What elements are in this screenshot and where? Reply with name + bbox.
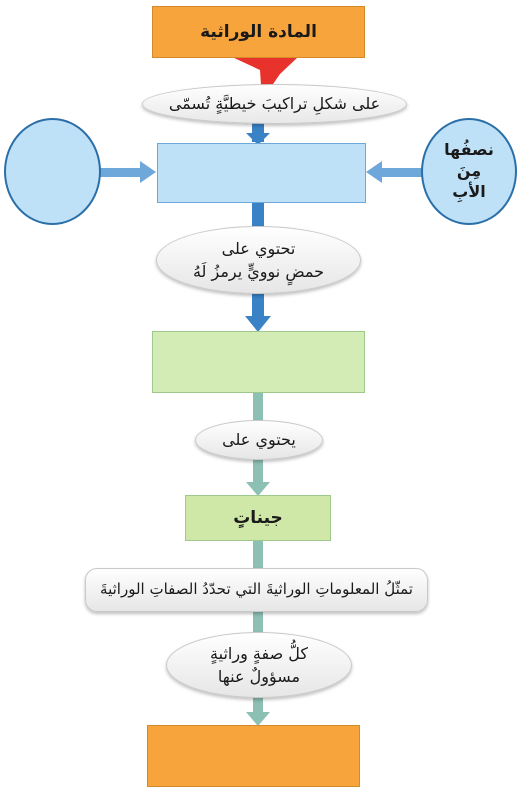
arrow-head-right <box>366 161 382 183</box>
arrow-shaft-to-green-box <box>252 290 264 320</box>
arrow-head-to-blue-box <box>246 133 270 145</box>
label-threadlike-structures: على شكلِ تراكيبَ خيطيَّةٍ تُسمّى <box>142 84 407 124</box>
label-contains: يحتوي على <box>195 420 323 460</box>
arrow-shaft-green-to-label3 <box>253 392 263 422</box>
arrow-shaft-to-genes-box <box>253 458 263 486</box>
arrow-shaft-blue-to-label2 <box>252 202 264 232</box>
title-box-label: المادة الوراثية <box>200 22 317 42</box>
right-circle-half-from-father: نصفُها مِنَ الأبِ <box>421 118 517 225</box>
label-each-trait-responsible: كلُّ صفةٍ وراثيةٍ مسؤولٌ عنها <box>166 632 352 698</box>
arrow-head-left <box>140 161 156 183</box>
arrow-head-to-bottom-box <box>246 712 270 726</box>
arrow-head-to-genes-box <box>246 482 270 496</box>
arrow-shaft-left <box>100 168 142 177</box>
genes-box-label: جيناتٍ <box>233 508 283 528</box>
arrow-head-to-green-box <box>245 316 271 332</box>
arrow-shaft-label4-to-label5 <box>253 610 263 636</box>
arrow-shaft-genes-to-label4 <box>253 540 263 570</box>
arrow-shaft-to-bottom-box <box>253 694 263 716</box>
genes-box: جيناتٍ <box>185 495 331 541</box>
green-box-blank <box>152 331 365 393</box>
bottom-box-blank <box>147 725 360 787</box>
left-circle-blank <box>4 118 101 225</box>
title-box: المادة الوراثية <box>152 6 365 58</box>
title-ribbon <box>232 57 298 100</box>
label-represent-genetic-info: تمثّلُ المعلوماتِ الوراثيةَ التي تحدّدُ … <box>85 568 428 612</box>
arrow-shaft-right <box>378 168 422 177</box>
label-contains-nucleic-acid: تحتوي على حمضٍ نوويٍّ يرمزُ لَهُ <box>156 226 361 294</box>
blue-box-blank <box>157 143 366 203</box>
